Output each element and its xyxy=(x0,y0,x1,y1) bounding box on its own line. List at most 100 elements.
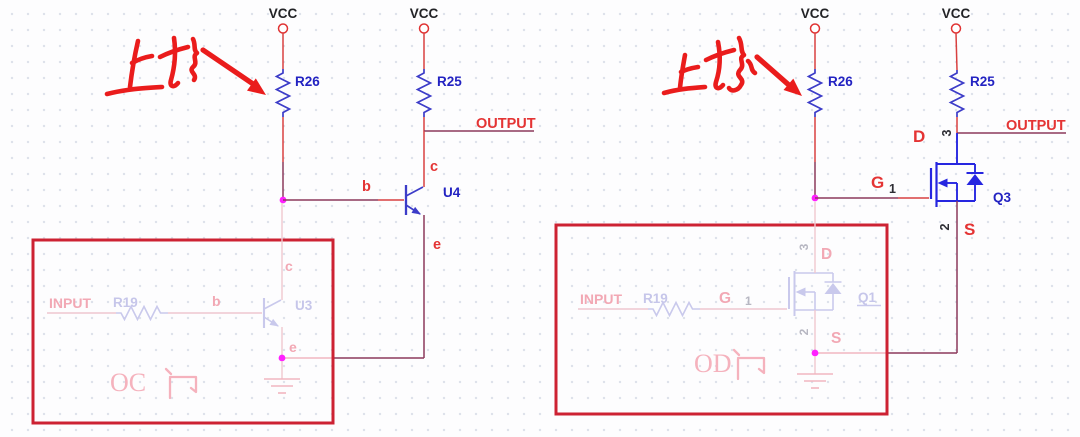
oc-gate-box: OC INPUT R19 b U3 c e xyxy=(31,203,335,425)
output-net-label: OUTPUT xyxy=(1006,118,1066,134)
npn-transistor-u4: U4 b c e xyxy=(362,159,461,253)
output-net: OUTPUT xyxy=(957,118,1066,134)
box-title-latin: OD xyxy=(694,349,732,378)
resistor-zigzag-icon xyxy=(274,69,292,117)
handwriting-stroke xyxy=(726,35,747,93)
transistor-ref: U3 xyxy=(295,298,313,313)
glyph-stroke xyxy=(168,375,198,394)
resistor-zigzag-icon xyxy=(116,304,168,322)
annotation-arrow-head-icon xyxy=(783,78,802,96)
od-gate-box: OD INPUT R19 G 1 xyxy=(554,202,889,416)
handwriting-stroke xyxy=(678,64,701,75)
annotation-arrow-shaft xyxy=(200,47,259,89)
resistor-zigzag-icon xyxy=(415,69,433,117)
resistor-r25: R25 xyxy=(415,69,462,117)
resistor-ref: R25 xyxy=(437,74,462,89)
handwritten-pullup-annotation xyxy=(661,35,802,96)
vcc-power-port: VCC xyxy=(269,6,297,34)
handwriting-stroke xyxy=(129,53,155,66)
annotation-arrow-head-icon xyxy=(247,78,266,95)
output-net: OUTPUT xyxy=(424,116,536,132)
vcc-label: VCC xyxy=(942,6,971,21)
bjt-emitter-arrow-icon xyxy=(269,318,279,327)
resistor-r19: R19 xyxy=(643,291,700,318)
resistor-r26: R26 xyxy=(274,69,320,117)
gate-pin-label: G xyxy=(871,173,884,192)
handwriting-stroke xyxy=(189,36,200,83)
vcc-power-port: VCC xyxy=(942,6,971,34)
highlight-box xyxy=(554,223,889,416)
nmos-transistor-q1: Q1 D 3 S 2 xyxy=(788,243,881,347)
junction-dot xyxy=(811,349,819,357)
men-door-character-glyph xyxy=(164,367,198,400)
handwriting-stroke xyxy=(745,58,758,76)
input-net-label: INPUT xyxy=(49,295,91,311)
bjt-collector-lead xyxy=(263,299,282,310)
source-pin-number: 2 xyxy=(797,328,811,335)
resistor-r19: R19 xyxy=(113,295,168,322)
npn-transistor-u3: U3 c e xyxy=(262,258,313,355)
handwriting-stroke xyxy=(104,84,165,97)
power-port-icon xyxy=(950,23,962,34)
highlight-box xyxy=(31,238,335,425)
body-diode-triangle-icon xyxy=(966,174,984,185)
vcc-power-port: VCC xyxy=(801,6,830,34)
junction-dot xyxy=(278,354,286,362)
collector-pin-label: c xyxy=(430,159,438,175)
mosfet-arrow-icon xyxy=(937,178,948,188)
resistor-ref: R19 xyxy=(643,291,668,306)
glyph-stroke xyxy=(736,356,766,375)
bjt-collector-lead xyxy=(405,186,424,197)
mosfet-arrow-icon xyxy=(795,287,806,297)
drain-pin-number: 3 xyxy=(797,243,811,250)
resistor-ref: R26 xyxy=(295,74,320,89)
transistor-ref: Q1 xyxy=(858,290,877,305)
resistor-zigzag-icon xyxy=(806,69,824,117)
input-net-label: INPUT xyxy=(580,291,622,307)
right-circuit: VCC R26 VCC R25 OUTPUT xyxy=(554,6,1066,416)
power-port-icon xyxy=(418,23,430,34)
bjt-emitter-arrow-icon xyxy=(411,206,421,215)
handwriting-stroke xyxy=(713,39,726,91)
source-pin-number: 2 xyxy=(938,223,952,230)
power-port-icon xyxy=(809,23,821,34)
glyph-stroke xyxy=(164,367,173,376)
base-pin-label: b xyxy=(212,293,221,309)
base-pin-label: b xyxy=(362,179,371,195)
ground-symbol xyxy=(797,356,833,389)
ground-symbol xyxy=(264,361,300,394)
handwriting-stroke xyxy=(157,44,191,60)
transistor-ref: U4 xyxy=(443,185,461,200)
resistor-ref: R25 xyxy=(970,74,995,89)
wire xyxy=(955,32,958,71)
transistor-ref: Q3 xyxy=(993,190,1012,205)
handwriting-stroke xyxy=(661,84,708,96)
handwritten-pullup-annotation xyxy=(104,35,266,97)
vcc-label: VCC xyxy=(801,6,830,21)
resistor-ref: R19 xyxy=(113,295,138,310)
nmos-transistor-q3: Q3 G 1 D 3 S 2 xyxy=(871,127,1012,239)
output-net-label: OUTPUT xyxy=(476,116,536,132)
gate-pin-label: G xyxy=(719,290,731,307)
handwriting-stroke xyxy=(703,47,737,63)
emitter-pin-label: e xyxy=(433,237,441,253)
vcc-label: VCC xyxy=(410,6,439,21)
drain-pin-label: D xyxy=(821,246,832,263)
resistor-zigzag-icon xyxy=(648,300,700,318)
source-pin-label: S xyxy=(831,330,841,347)
drain-pin-label: D xyxy=(913,127,925,146)
men-door-character-glyph xyxy=(732,348,766,381)
box-title-latin: OC xyxy=(110,368,146,397)
gate-pin-number: 1 xyxy=(745,294,752,308)
body-diode-triangle-icon xyxy=(824,283,842,294)
vcc-power-port: VCC xyxy=(410,6,439,34)
annotation-arrow-shaft xyxy=(754,54,793,89)
collector-pin-label: c xyxy=(285,258,293,274)
emitter-pin-label: e xyxy=(289,339,297,355)
power-port-icon xyxy=(277,23,289,34)
source-pin-label: S xyxy=(964,220,975,239)
gate-pin-number: 1 xyxy=(889,182,896,196)
resistor-ref: R26 xyxy=(828,74,853,89)
